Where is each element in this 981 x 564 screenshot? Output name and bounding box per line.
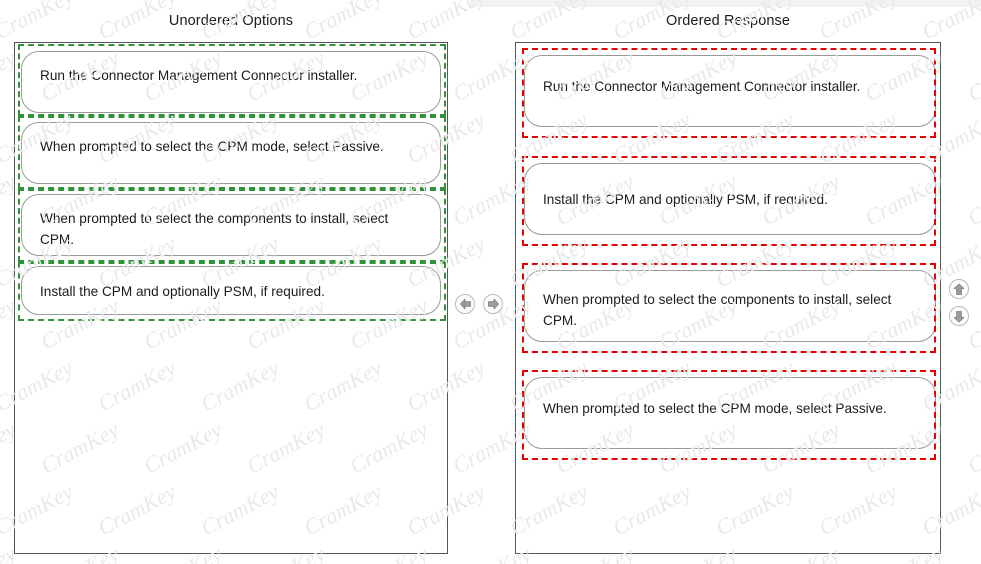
list-item-label: When prompted to select the CPM mode, se… <box>543 401 887 416</box>
list-item-label: When prompted to select the components t… <box>40 211 389 247</box>
move-down-button[interactable] <box>949 306 969 326</box>
list-item-label: Install the CPM and optionally PSM, if r… <box>543 192 828 207</box>
arrow-up-icon <box>953 283 965 296</box>
list-item-label: Run the Connector Management Connector i… <box>543 79 861 94</box>
move-right-button[interactable] <box>483 294 503 314</box>
list-item[interactable]: Install the CPM and optionally PSM, if r… <box>21 266 441 315</box>
unordered-options-panel[interactable]: Run the Connector Management Connector i… <box>14 42 448 554</box>
horizontal-move-controls[interactable] <box>455 294 503 314</box>
ordered-response-title: Ordered Response <box>665 13 791 29</box>
unordered-options-title: Unordered Options <box>168 13 294 29</box>
top-edge-band <box>470 0 981 7</box>
arrow-down-icon <box>953 310 965 323</box>
list-item-label: When prompted to select the CPM mode, se… <box>40 139 384 154</box>
move-left-button[interactable] <box>455 294 475 314</box>
arrow-left-icon <box>459 298 472 310</box>
list-item-label: When prompted to select the components t… <box>543 292 892 328</box>
arrow-right-icon <box>487 298 500 310</box>
ordered-response-panel[interactable]: Run the Connector Management Connector i… <box>515 42 941 554</box>
list-item[interactable]: When prompted to select the CPM mode, se… <box>524 377 936 449</box>
list-item-label: Install the CPM and optionally PSM, if r… <box>40 284 325 299</box>
list-item[interactable]: Run the Connector Management Connector i… <box>21 51 441 113</box>
list-item[interactable]: When prompted to select the components t… <box>21 194 441 256</box>
move-up-button[interactable] <box>949 279 969 299</box>
vertical-move-controls[interactable] <box>949 279 969 326</box>
list-item[interactable]: When prompted to select the components t… <box>524 270 936 342</box>
list-item-label: Run the Connector Management Connector i… <box>40 68 358 83</box>
list-item[interactable]: Install the CPM and optionally PSM, if r… <box>524 163 936 235</box>
list-item[interactable]: Run the Connector Management Connector i… <box>524 55 936 127</box>
list-item[interactable]: When prompted to select the CPM mode, se… <box>21 122 441 184</box>
